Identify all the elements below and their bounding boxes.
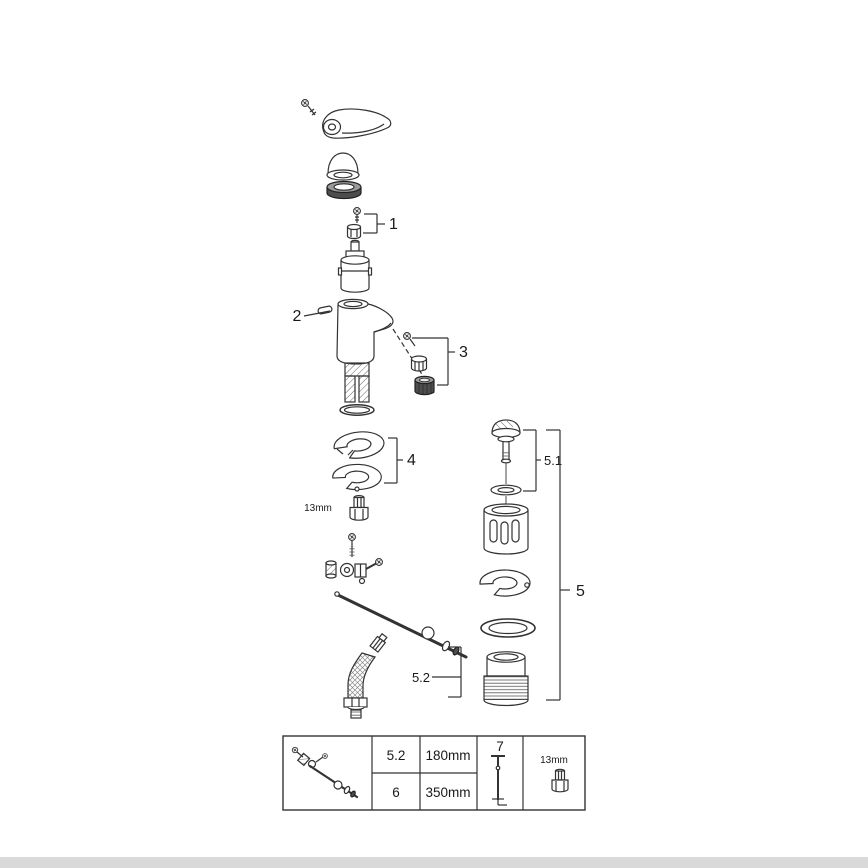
- aerator-parts-drawing: [392, 328, 435, 396]
- pivot-joint-drawing: [325, 557, 383, 585]
- collar-ring-drawing: [326, 180, 362, 200]
- body-lever-pin: [317, 305, 333, 315]
- callout-1: 1: [363, 213, 398, 234]
- callout-1-label: 1: [389, 216, 398, 233]
- part-1-nut-drawing: [346, 223, 362, 240]
- drain-clamp-drawing: [479, 569, 531, 597]
- lever-handle-drawing: [322, 108, 392, 139]
- table-ref-row1: 5.2: [387, 748, 406, 763]
- flange-ring-drawing: [490, 484, 522, 504]
- mounting-clamp-upper-drawing: [332, 428, 386, 462]
- table-wrench-drawing: [551, 768, 569, 793]
- table-tool-ref: 7: [496, 739, 504, 754]
- callout-4-label: 4: [407, 452, 416, 469]
- table-rod-drawing: [291, 746, 359, 799]
- mounting-clamp-lower-drawing: [332, 463, 382, 492]
- part-1-screw-drawing: [353, 207, 361, 223]
- drain-body-upper-drawing: [483, 503, 529, 555]
- footer-bar: [0, 857, 868, 868]
- table-wrench-size: 13mm: [540, 755, 568, 766]
- callout-4: 4: [384, 437, 416, 484]
- o-ring-drawing: [339, 404, 375, 416]
- popup-knob-drawing: [491, 419, 521, 484]
- table-length-row1: 180mm: [425, 748, 470, 763]
- pivot-screw-drawing: [348, 532, 356, 557]
- callout-3: 3: [412, 337, 468, 386]
- flex-hose-drawing: [343, 632, 388, 719]
- callout-3-label: 3: [459, 344, 468, 361]
- faucet-body-drawing: [317, 298, 394, 365]
- wrench-adapter-drawing: [349, 495, 369, 521]
- callout-2-label: 2: [293, 308, 302, 325]
- table-length-row2: 350mm: [425, 785, 470, 800]
- spec-table: 5.2 180mm 6 350mm 7 13mm: [282, 735, 586, 811]
- cap-drawing: [326, 152, 360, 181]
- table-tool-drawing: [491, 755, 507, 806]
- table-ref-row2: 6: [392, 785, 400, 800]
- callout-5: 5: [546, 429, 585, 701]
- callout-5-1-label: 5.1: [544, 453, 562, 468]
- callout-2: 2: [293, 308, 331, 325]
- cartridge-drawing: [337, 239, 373, 293]
- lift-rod-drawing: [334, 591, 468, 659]
- handle-screw-drawing: [301, 98, 317, 116]
- threaded-shank-drawing: [344, 362, 370, 403]
- callout-5-2-label: 5.2: [412, 670, 430, 685]
- callout-5-label: 5: [576, 583, 585, 600]
- wrench-size-label: 13mm: [304, 503, 332, 514]
- drain-gasket-drawing: [480, 618, 536, 638]
- drain-body-lower-drawing: [483, 651, 529, 707]
- callout-5-1: 5.1: [523, 429, 562, 492]
- callout-5-2: 5.2: [412, 646, 462, 698]
